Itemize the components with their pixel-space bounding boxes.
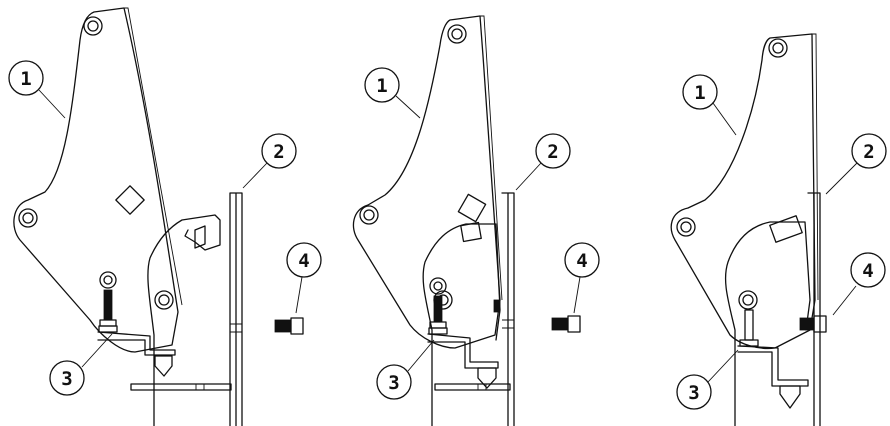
view-2 xyxy=(352,15,581,426)
callout-4-view-2: 4 xyxy=(564,242,600,278)
adjusting-bolt xyxy=(97,271,176,356)
svg-text:2: 2 xyxy=(547,141,558,163)
svg-text:1: 1 xyxy=(376,75,387,97)
callout-leaders xyxy=(38,89,858,383)
svg-text:1: 1 xyxy=(694,82,705,104)
hex-bolt xyxy=(551,315,581,333)
callout-3-view-3: 3 xyxy=(676,374,712,410)
view-3 xyxy=(670,33,827,426)
hex-bolt xyxy=(274,317,304,335)
callout-4-view-3: 4 xyxy=(850,252,886,288)
callout-2-view-2: 2 xyxy=(535,133,571,169)
view-1 xyxy=(13,7,304,426)
callout-1-view-1: 1 xyxy=(8,60,44,96)
svg-text:2: 2 xyxy=(863,141,874,163)
callout-1-view-3: 1 xyxy=(682,74,718,110)
cam-bracket xyxy=(724,221,811,426)
adjusting-bolt xyxy=(427,277,499,369)
svg-text:4: 4 xyxy=(576,250,587,272)
svg-text:4: 4 xyxy=(862,260,873,282)
svg-text:3: 3 xyxy=(688,382,699,404)
svg-text:4: 4 xyxy=(298,250,309,272)
vertical-post xyxy=(229,192,243,426)
base-plate xyxy=(434,383,511,391)
pivot-plate xyxy=(352,15,501,349)
callout-4-view-1: 4 xyxy=(286,242,322,278)
callout-1-view-2: 1 xyxy=(364,67,400,103)
svg-text:3: 3 xyxy=(61,368,72,390)
cam-bracket xyxy=(147,214,221,426)
follower-tip xyxy=(477,367,497,389)
svg-text:1: 1 xyxy=(20,68,31,90)
hex-bolt xyxy=(799,315,827,333)
adjusting-bolt xyxy=(737,309,809,387)
svg-text:3: 3 xyxy=(388,372,399,394)
cam-bracket xyxy=(422,223,501,426)
callout-2-view-1: 2 xyxy=(261,133,297,169)
follower-tip xyxy=(154,355,173,377)
base-plate xyxy=(130,383,232,391)
callout-2-view-3: 2 xyxy=(851,133,887,169)
vertical-post xyxy=(501,192,515,426)
callout-3-view-1: 3 xyxy=(49,360,85,396)
pivot-plate xyxy=(13,7,179,353)
follower-tip xyxy=(779,385,801,409)
callout-3-view-2: 3 xyxy=(376,364,412,400)
svg-text:2: 2 xyxy=(273,141,284,163)
